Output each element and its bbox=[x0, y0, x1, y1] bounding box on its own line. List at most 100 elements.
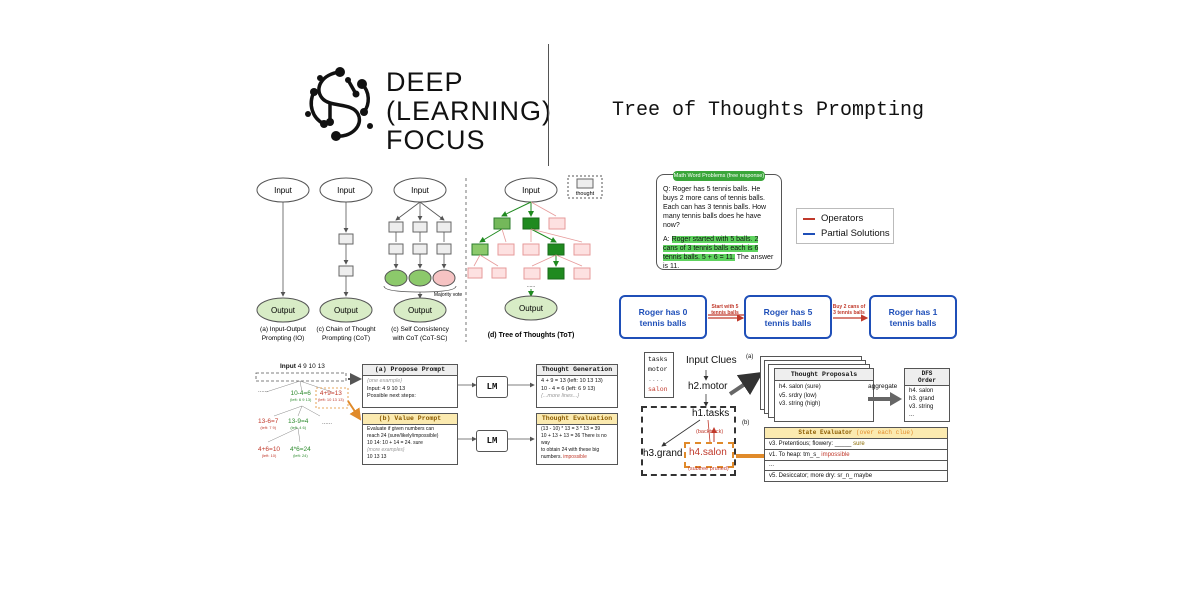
game24-input-value: 4 9 10 13 bbox=[297, 363, 325, 370]
grid-row-3: .... bbox=[648, 376, 664, 383]
thought-proposals-title: Thought Proposals bbox=[775, 369, 873, 381]
label-a: (a) bbox=[746, 354, 754, 360]
io-caption-1: (a) Input-Output bbox=[260, 326, 306, 333]
brand-line-1: DEEP bbox=[386, 67, 464, 97]
eval-row-4-verdict: maybe bbox=[854, 473, 873, 479]
math-problem-header: Math Word Problems (free response) bbox=[673, 171, 765, 181]
value-line-3: 10 14: 10 + 14 = 24. sure bbox=[367, 440, 423, 446]
dfs-2: h3. grand bbox=[909, 396, 935, 402]
eval-row-3-text: ... bbox=[769, 462, 775, 468]
tot-dots: ...... bbox=[527, 283, 535, 289]
eval-line-4-text: numbers. bbox=[541, 454, 562, 460]
value-prompt-card: (b) Value Prompt Evaluate if given numbe… bbox=[362, 413, 458, 465]
cotsc-caption-1: (c) Self Consistency bbox=[391, 326, 450, 333]
game24-node-4-sub: (left: 4 6) bbox=[290, 425, 307, 430]
brand-name: DEEP (LEARNING) FOCUS bbox=[386, 68, 552, 155]
legend-operators: Operators bbox=[803, 213, 863, 224]
eval-row-2-text: v1. To heap: tm_s_ bbox=[769, 452, 820, 458]
aggregate-label: aggregate bbox=[868, 383, 898, 390]
operator-2: Buy 2 cans of 3 tennis balls bbox=[826, 304, 872, 316]
input-clues: Input Clues bbox=[686, 355, 737, 366]
game24-input-label: Input bbox=[280, 363, 296, 370]
brand-line-3: FOCUS bbox=[386, 125, 486, 155]
label-b: (b) bbox=[742, 420, 750, 426]
prompting-diagram: Input Output (a) Input-Output Prompting … bbox=[256, 175, 603, 342]
game24-node-6-eq: 4*6=24 bbox=[290, 446, 311, 453]
propose-line-1: {one example} bbox=[367, 378, 403, 384]
cot-thought-2 bbox=[338, 265, 354, 277]
game24-node-1-eq: 10-4=6 bbox=[290, 390, 311, 397]
node-h4-salon: h4.salon bbox=[689, 447, 727, 458]
math-question: Q: Roger has 5 tennis balls. He buys 2 m… bbox=[663, 186, 767, 229]
game24-input: Input 4 9 10 13 bbox=[280, 363, 325, 370]
propose-line-2: Input: 4 9 10 13 bbox=[367, 385, 406, 392]
legend-partial: Partial Solutions bbox=[803, 228, 890, 239]
game24-node-5-sub: (left: 10) bbox=[261, 453, 277, 458]
eval-line-4: numbers. impossible bbox=[541, 454, 613, 461]
cot-caption-1: (c) Chain of Thought bbox=[316, 326, 375, 333]
lm-box-2: LM bbox=[476, 430, 508, 452]
dfs-more: ... bbox=[909, 412, 915, 418]
state-2-line-2: tennis balls bbox=[889, 318, 937, 328]
value-line-5: 10 13 13 bbox=[367, 454, 387, 460]
cot-diagram: Input Output (c) Chain of Thought Prompt… bbox=[316, 177, 376, 342]
gen-line-1: 4 + 9 = 13 (left: 10 13 13) bbox=[541, 378, 603, 384]
majority-vote-label: Majority vote bbox=[434, 292, 463, 298]
math-answer-prefix: A: bbox=[663, 236, 670, 243]
cot-caption-2: Prompting (CoT) bbox=[322, 335, 370, 342]
eval-impossible: impossible bbox=[563, 454, 587, 460]
math-problem-card: Math Word Problems (free response) Q: Ro… bbox=[656, 171, 782, 271]
dfs-order-card: DFS Order h4. salon h3. grand v3. string… bbox=[904, 368, 950, 422]
gen-line-2: 10 - 4 = 6 (left: 6 9 13) bbox=[541, 385, 596, 392]
operator-1-line-1: Start with 5 bbox=[711, 304, 739, 310]
value-line-4: {more examples} bbox=[367, 447, 405, 453]
eval-row-3: ... bbox=[765, 461, 947, 471]
thought-evaluation-title: Thought Evaluation bbox=[537, 414, 617, 425]
gen-line-3: {...more lines...} bbox=[541, 393, 580, 399]
game24-dots-1: ...... bbox=[258, 388, 269, 394]
thought-generation-card: Thought Generation 4 + 9 = 13 (left: 10 … bbox=[536, 364, 618, 408]
tot-output: Output bbox=[519, 304, 544, 313]
game24-node-5-eq: 4+6=10 bbox=[258, 446, 281, 453]
eval-line-2: 10 + 13 + 13 = 36 There is no way bbox=[541, 433, 607, 446]
crossword-dashed-frame bbox=[641, 406, 736, 476]
operator-line-swatch bbox=[803, 217, 815, 220]
eval-line-3: to obtain 24 with these big bbox=[541, 447, 600, 453]
node-h1-tasks: h1.tasks bbox=[692, 408, 730, 419]
cotsc-caption-2: with CoT (CoT-SC) bbox=[392, 335, 448, 342]
grid-row-2: motor bbox=[648, 366, 668, 373]
crossword-arrows bbox=[661, 370, 778, 462]
subtree-pruned-label: (subtree pruned) bbox=[688, 466, 729, 472]
state-2: Roger has 1 tennis balls bbox=[869, 295, 957, 339]
game24-dots-2: ...... bbox=[322, 420, 333, 426]
math-answer: A: Roger started with 5 balls. 2 cans of… bbox=[663, 235, 775, 271]
state-0-line-2: tennis balls bbox=[639, 318, 687, 328]
eval-row-1-verdict: sure bbox=[853, 441, 865, 447]
operator-2-line-2: 3 tennis balls bbox=[833, 310, 865, 316]
game24-node-1-sub: (left: 6 9 13) bbox=[290, 397, 312, 402]
eval-row-2-verdict: impossible bbox=[821, 452, 850, 458]
operator-1-line-2: tennis balls bbox=[711, 310, 739, 316]
state-evaluator-card: State Evaluator (over each clue) v3. Pre… bbox=[764, 427, 948, 482]
propose-prompt-card: (a) Propose Prompt {one example} Input: … bbox=[362, 364, 458, 408]
cotsc-input: Input bbox=[411, 186, 430, 195]
legend-partial-label: Partial Solutions bbox=[821, 228, 890, 239]
tot-legend-thought: thought bbox=[576, 191, 595, 197]
eval-line-1: (13 - 10) * 13 = 3 * 13 = 39 bbox=[541, 426, 601, 432]
game24-node-5: 4+6=10 (left: 10) bbox=[258, 446, 280, 458]
dfs-title-2: Order bbox=[917, 377, 936, 384]
cot-output: Output bbox=[334, 306, 359, 315]
game24-node-2-eq: 4+9=13 bbox=[319, 390, 342, 397]
state-1-line-1: Roger has 5 bbox=[763, 307, 813, 317]
eval-row-2: v1. To heap: tm_s_ impossible bbox=[765, 450, 947, 461]
cotsc-diagram: Input Majority vote Output (c) Self Cons… bbox=[383, 177, 463, 342]
game24-node-4-eq: 13-9=4 bbox=[288, 418, 309, 425]
thought-generation-title: Thought Generation bbox=[537, 365, 617, 376]
game24-node-3-eq: 13-6=7 bbox=[258, 418, 279, 425]
proposal-1: h4. salon (sure) bbox=[779, 384, 821, 390]
brand-line-2: (LEARNING) bbox=[386, 96, 553, 126]
value-prompt-title: (b) Value Prompt bbox=[363, 414, 457, 425]
crossword-grid: tasks motor .... salon bbox=[644, 352, 674, 398]
cotsc-output: Output bbox=[408, 306, 433, 315]
value-line-2: reach 24 (sure/likely/impossible) bbox=[367, 433, 439, 439]
